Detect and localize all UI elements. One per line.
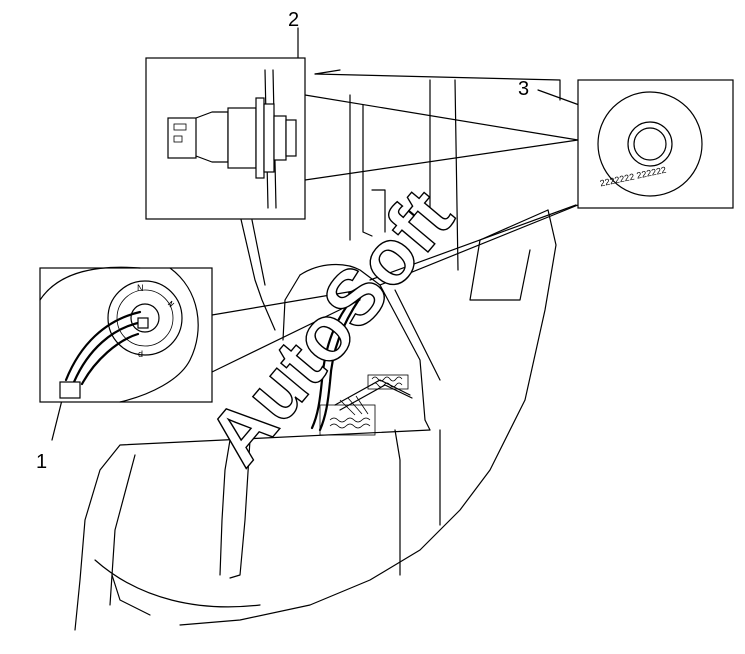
dashboard-outline [74,69,561,631]
callout-number-3: 3 [518,78,529,100]
switch-mark-d: d [138,349,143,359]
detail-box-3: 2222222 222222 [577,79,734,209]
wiring-harness [310,287,413,436]
callout-leader-lines [51,27,616,441]
callout-number-2: 2 [288,9,299,31]
detail-box-1: N d [39,266,213,403]
callout-number-1: 1 [36,451,47,473]
detail-box-2 [145,57,306,220]
switch-mark-n: N [137,283,144,293]
